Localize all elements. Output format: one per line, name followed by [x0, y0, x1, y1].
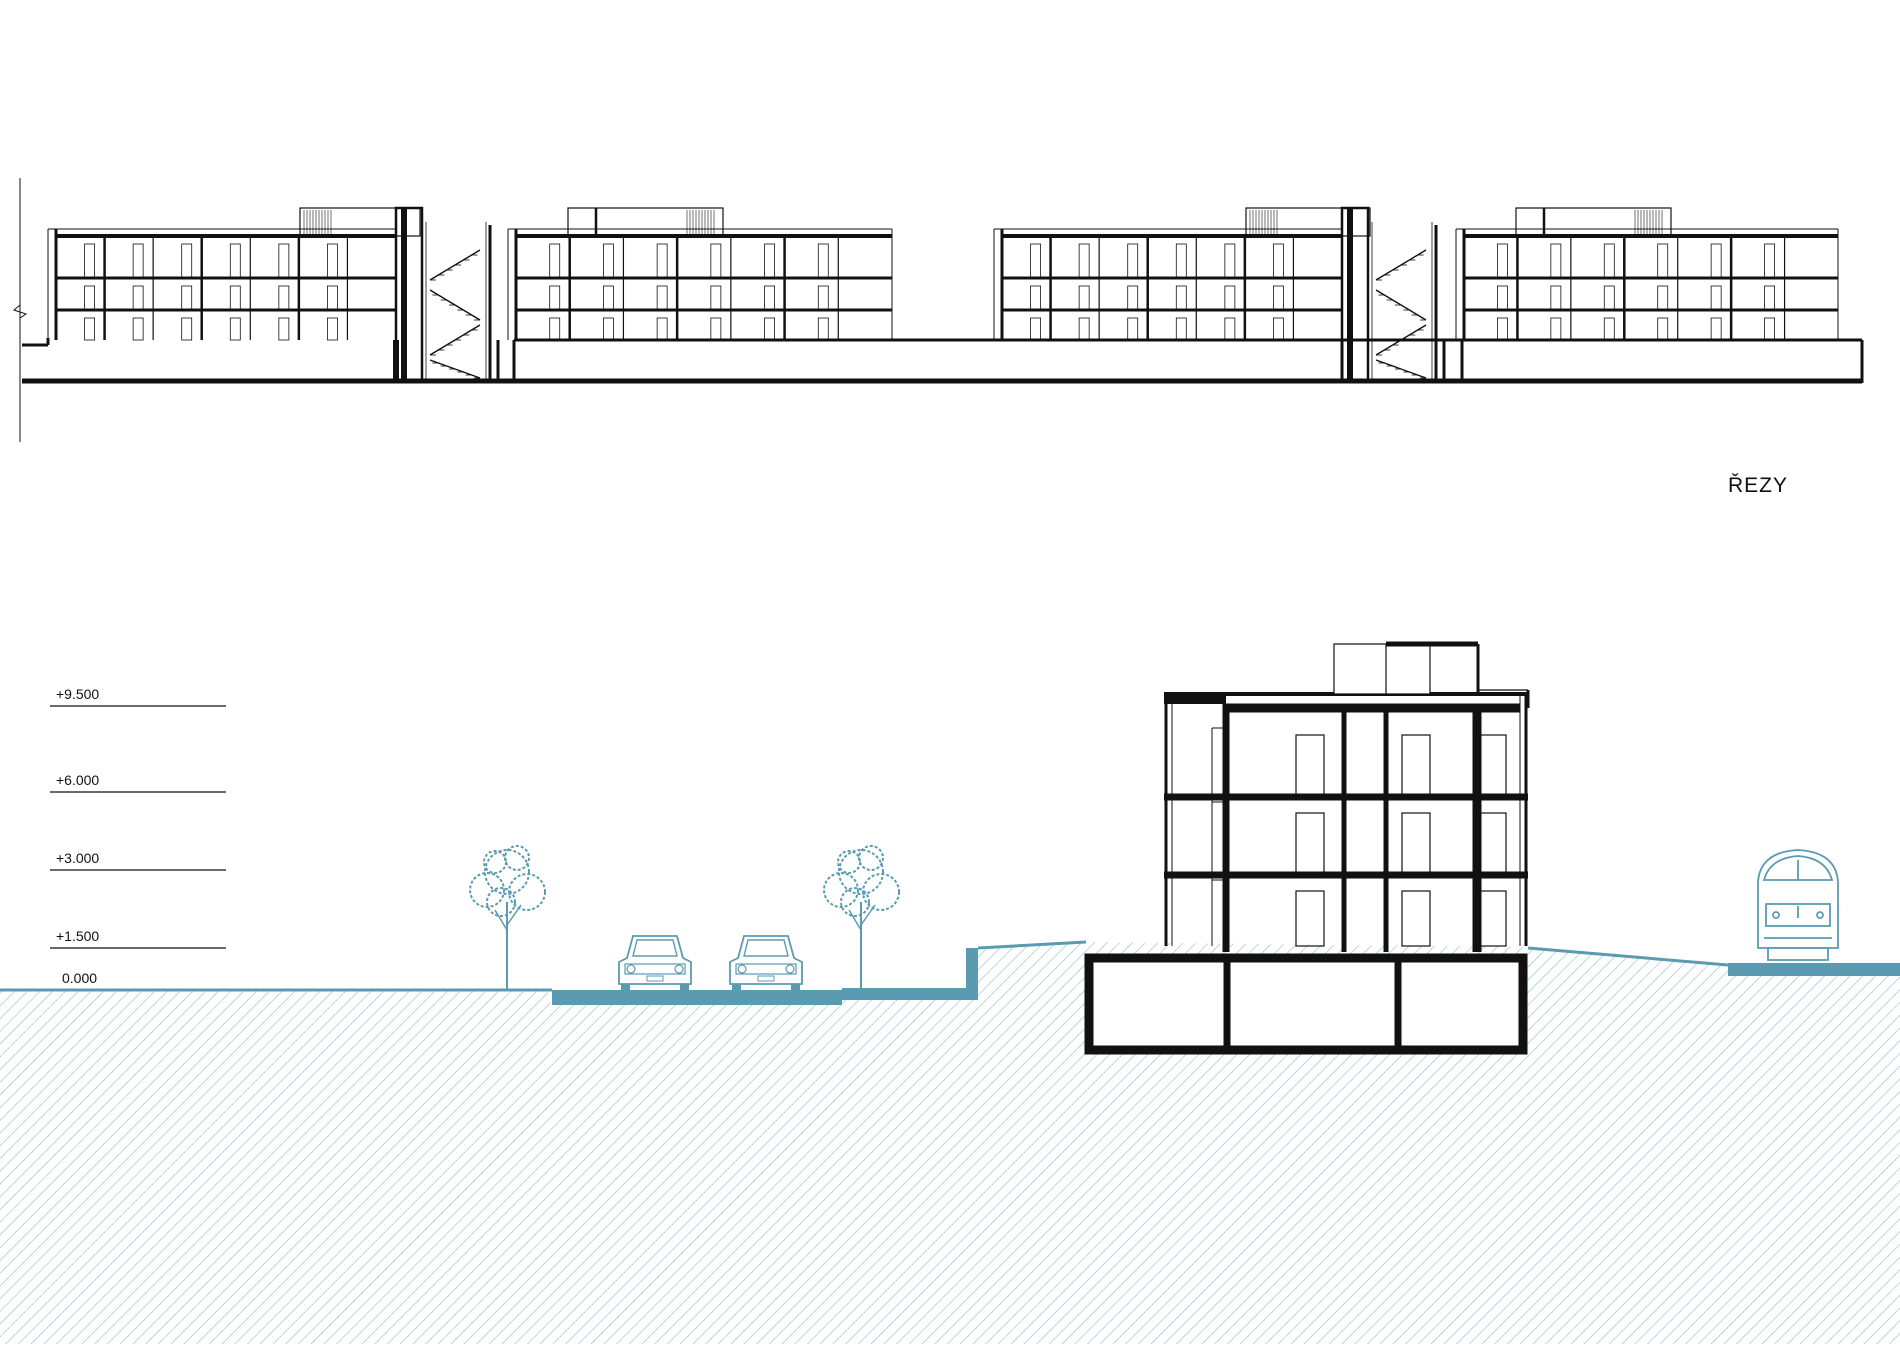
door	[1078, 317, 1090, 341]
door	[603, 243, 614, 279]
door	[84, 317, 95, 341]
door	[1710, 285, 1722, 311]
door	[1127, 317, 1139, 341]
roof-structure	[299, 207, 421, 237]
level-label: +3.000	[56, 850, 100, 866]
door	[817, 285, 829, 311]
door	[1078, 285, 1090, 311]
door	[656, 317, 668, 341]
building-cross-section	[1084, 641, 1530, 1055]
door	[549, 243, 561, 279]
door	[132, 243, 144, 279]
door	[1550, 285, 1562, 311]
door	[1710, 243, 1722, 279]
door	[1764, 285, 1775, 311]
door	[84, 243, 95, 279]
door	[603, 317, 614, 341]
door	[1497, 317, 1508, 341]
door	[278, 285, 290, 311]
door	[1497, 243, 1508, 279]
door	[1175, 243, 1187, 279]
door	[1224, 243, 1236, 279]
door	[710, 285, 722, 311]
door	[1030, 317, 1041, 341]
door	[817, 243, 829, 279]
door	[656, 243, 668, 279]
door	[1550, 243, 1562, 279]
door	[132, 285, 144, 311]
level-label: +6.000	[56, 772, 100, 788]
door	[1603, 285, 1615, 311]
door	[181, 285, 193, 311]
door	[229, 317, 241, 341]
door	[1497, 285, 1508, 311]
door	[327, 285, 338, 311]
ground-hatch	[0, 940, 1900, 1344]
door	[1657, 243, 1669, 279]
roof-structure	[1515, 207, 1672, 237]
door	[1127, 243, 1139, 279]
tree-icon	[469, 845, 546, 991]
door	[603, 285, 614, 311]
door	[229, 285, 241, 311]
door	[656, 285, 668, 311]
door	[764, 317, 775, 341]
door	[1764, 317, 1775, 341]
door	[229, 243, 241, 279]
door	[1603, 243, 1615, 279]
roof-structure	[567, 207, 724, 237]
door	[549, 285, 561, 311]
door	[549, 317, 561, 341]
door	[1657, 317, 1669, 341]
sheet-title: ŘEZY	[1728, 474, 1789, 497]
door	[1710, 317, 1722, 341]
door	[1603, 317, 1615, 341]
level-label: +9.500	[56, 686, 100, 702]
door	[1175, 317, 1187, 341]
door	[327, 317, 338, 341]
door	[1273, 285, 1284, 311]
door	[1273, 243, 1284, 279]
door	[1078, 243, 1090, 279]
door	[1224, 317, 1236, 341]
door	[181, 317, 193, 341]
door	[1657, 285, 1669, 311]
door	[1273, 317, 1284, 341]
door	[1030, 243, 1041, 279]
door	[764, 285, 775, 311]
door	[710, 317, 722, 341]
door	[1175, 285, 1187, 311]
level-lines	[50, 705, 226, 949]
level-label: 0.000	[62, 970, 98, 986]
door	[327, 243, 338, 279]
door	[710, 243, 722, 279]
door	[84, 285, 95, 311]
stair-core	[394, 206, 424, 383]
door	[1224, 285, 1236, 311]
door	[132, 317, 144, 341]
door	[1764, 243, 1775, 279]
level-label: +1.500	[56, 928, 100, 944]
door	[764, 243, 775, 279]
door	[1127, 285, 1139, 311]
car-icon	[729, 935, 803, 993]
train-icon	[1757, 849, 1839, 961]
roof-structure	[1245, 207, 1371, 237]
tree-icon	[823, 845, 900, 991]
door	[278, 317, 290, 341]
longitudinal-section	[12, 178, 1864, 442]
door	[278, 243, 290, 279]
door	[1550, 317, 1562, 341]
stair-core	[1340, 206, 1370, 383]
door	[181, 243, 193, 279]
door	[817, 317, 829, 341]
car-icon	[618, 935, 692, 993]
door	[1030, 285, 1041, 311]
